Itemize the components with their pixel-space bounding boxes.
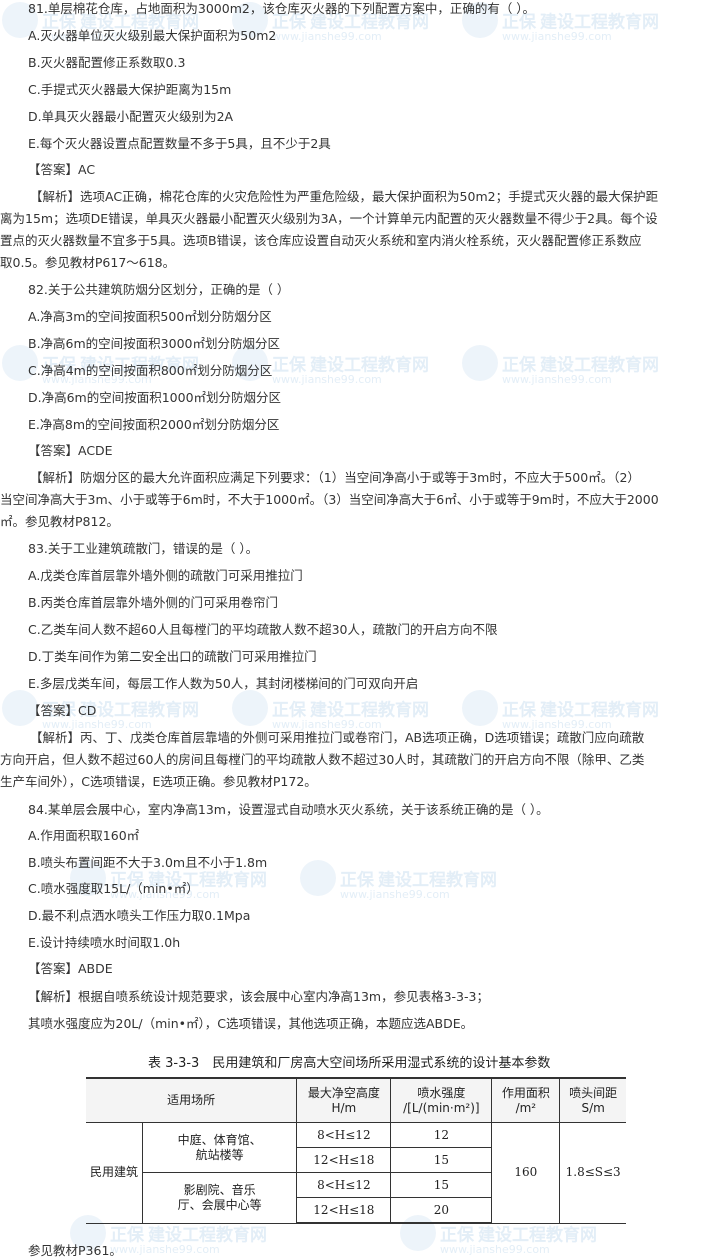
- option: D.丁类车间作为第二安全出口的疏散门可采用推拉门: [28, 649, 317, 664]
- explanation-line: 当空间净高大于3m、小于或等于6m时，不大于1000㎡。（3）当空间净高大于6㎡…: [0, 492, 659, 507]
- explanation-line: 方向开启，但人数不超过60人的房间且每樘门的平均疏散人数不超过30人时，其疏散门…: [0, 752, 645, 767]
- option: C.净高4m的空间按面积800㎡划分防烟分区: [28, 363, 273, 378]
- question-stem: 83.关于工业建筑疏散门，错误的是（ ）。: [28, 541, 259, 556]
- table-cell-height: 12<H≤18: [296, 1197, 392, 1224]
- table-category: 民用建筑: [86, 1122, 143, 1224]
- option: E.多层戊类车间，每层工作人数为50人，其封闭楼梯间的门可双向开启: [28, 676, 419, 691]
- option: C.乙类车间人数不超60人且每樘门的平均疏散人数不超30人，疏散门的开启方向不限: [28, 622, 498, 637]
- option: E.净高8m的空间按面积2000㎡划分防烟分区: [28, 417, 280, 432]
- option: C.喷水强度取15L/（min•㎡）: [28, 881, 199, 896]
- explanation-line: 置点的灭火器数量不宜多于5具。选项B错误，该仓库应设置自动灭火系统和室内消火栓系…: [0, 233, 642, 248]
- table-cell-intensity: 20: [390, 1197, 493, 1224]
- explanation-line: 生产车间外），C选项错误，E选项正确。参见教材P172。: [0, 774, 317, 789]
- table-cell-intensity: 15: [390, 1147, 493, 1173]
- option: A.戊类仓库首层靠外墙外侧的疏散门可采用推拉门: [28, 568, 303, 583]
- explanation-line: 【解析】丙、丁、戊类仓库首层靠墙的外侧可采用推拉门或卷帘门，AB选项正确，D选项…: [30, 730, 645, 745]
- option: D.最不利点洒水喷头工作压力取0.1Mpa: [28, 908, 251, 923]
- answer: 【答案】AC: [28, 162, 96, 177]
- table-group: 影剧院、音乐厅、会展中心等: [142, 1172, 298, 1224]
- option: A.灭火器单位灭火级别最大保护面积为50m2: [28, 28, 277, 43]
- option: B.丙类仓库首层靠外墙外侧的门可采用卷帘门: [28, 595, 279, 610]
- table-cell-height: 8<H≤12: [296, 1122, 392, 1148]
- table-cell-spacing: 1.8≤S≤3: [559, 1122, 626, 1224]
- explanation-line: 【解析】选项AC正确，棉花仓库的火灾危险性为严重危险级，最大保护面积为50m2；…: [30, 189, 659, 204]
- answer: 【答案】ACDE: [28, 443, 113, 458]
- option: A.净高3m的空间按面积500㎡划分防烟分区: [28, 309, 272, 324]
- option: B.喷头布置间距不大于3.0m且不小于1.8m: [28, 855, 268, 870]
- table-cell-intensity: 15: [390, 1172, 493, 1198]
- table-group: 中庭、体育馆、航站楼等: [141, 1122, 298, 1173]
- table-header: 最大净空高度 H/m: [296, 1077, 392, 1123]
- explanation-line: 【解析】根据自喷系统设计规范要求，该会展中心室内净高13m，参见表格3-3-3；: [28, 989, 489, 1004]
- table-cell-area: 160: [491, 1122, 561, 1224]
- parameter-table: 适用场所 最大净空高度 H/m 喷水强度 /[L/(min·m²)] 作用面积 …: [86, 1077, 626, 1224]
- option: E.设计持续喷水时间取1.0h: [28, 935, 181, 950]
- table-header: 喷水强度 /[L/(min·m²)]: [390, 1077, 493, 1123]
- table-cell-intensity: 12: [390, 1122, 493, 1148]
- option: B.灭火器配置修正系数取0.3: [28, 55, 186, 70]
- question-stem: 84.某单层会展中心，室内净高13m，设置湿式自动喷水灭火系统，关于该系统正确的…: [28, 802, 549, 817]
- table-caption: 表 3-3-3 民用建筑和厂房高大空间场所采用湿式系统的设计基本参数: [148, 1056, 551, 1071]
- option: D.单具灭火器最小配置灭火级别为2A: [28, 109, 234, 124]
- option: E.每个灭火器设置点配置数量不多于5具，且不少于2具: [28, 136, 331, 151]
- option: A.作用面积取160㎡: [28, 828, 140, 843]
- explanation-line: ㎡。参见教材P812。: [0, 514, 119, 529]
- option: B.净高6m的空间按面积3000㎡划分防烟分区: [28, 336, 280, 351]
- table-header: 喷头间距 S/m: [559, 1077, 626, 1123]
- table-cell-height: 12<H≤18: [296, 1147, 392, 1173]
- explanation-line: 【解析】防烟分区的最大允许面积应满足下列要求：（1）当空间净高小于或等于3m时，…: [30, 470, 640, 485]
- question-stem: 82.关于公共建筑防烟分区划分，正确的是（ ）: [28, 282, 290, 297]
- explanation-line: 取0.5。参见教材P617～618。: [0, 255, 176, 270]
- option: C.手提式灭火器最大保护距离为15m: [28, 82, 232, 97]
- option: D.净高6m的空间按面积1000㎡划分防烟分区: [28, 390, 282, 405]
- explanation-line: 离为15m；选项DE错误，单具灭火器最小配置灭火级别为3A，一个计算单元内配置的…: [0, 211, 658, 226]
- table-header: 适用场所: [86, 1077, 298, 1123]
- answer: 【答案】ABDE: [28, 961, 113, 976]
- table-header: 作用面积 /m²: [491, 1077, 561, 1123]
- explanation-line: 其喷水强度应为20L/（min•㎡），C选项错误，其他选项正确，本题应选ABDE…: [28, 1016, 474, 1031]
- table-cell-height: 8<H≤12: [296, 1172, 392, 1198]
- answer: 【答案】CD: [28, 703, 97, 718]
- reference: 参见教材P361。: [28, 1243, 122, 1258]
- question-stem: 81.单层棉花仓库，占地面积为3000m2，该仓库灭火器的下列配置方案中，正确的…: [28, 1, 536, 16]
